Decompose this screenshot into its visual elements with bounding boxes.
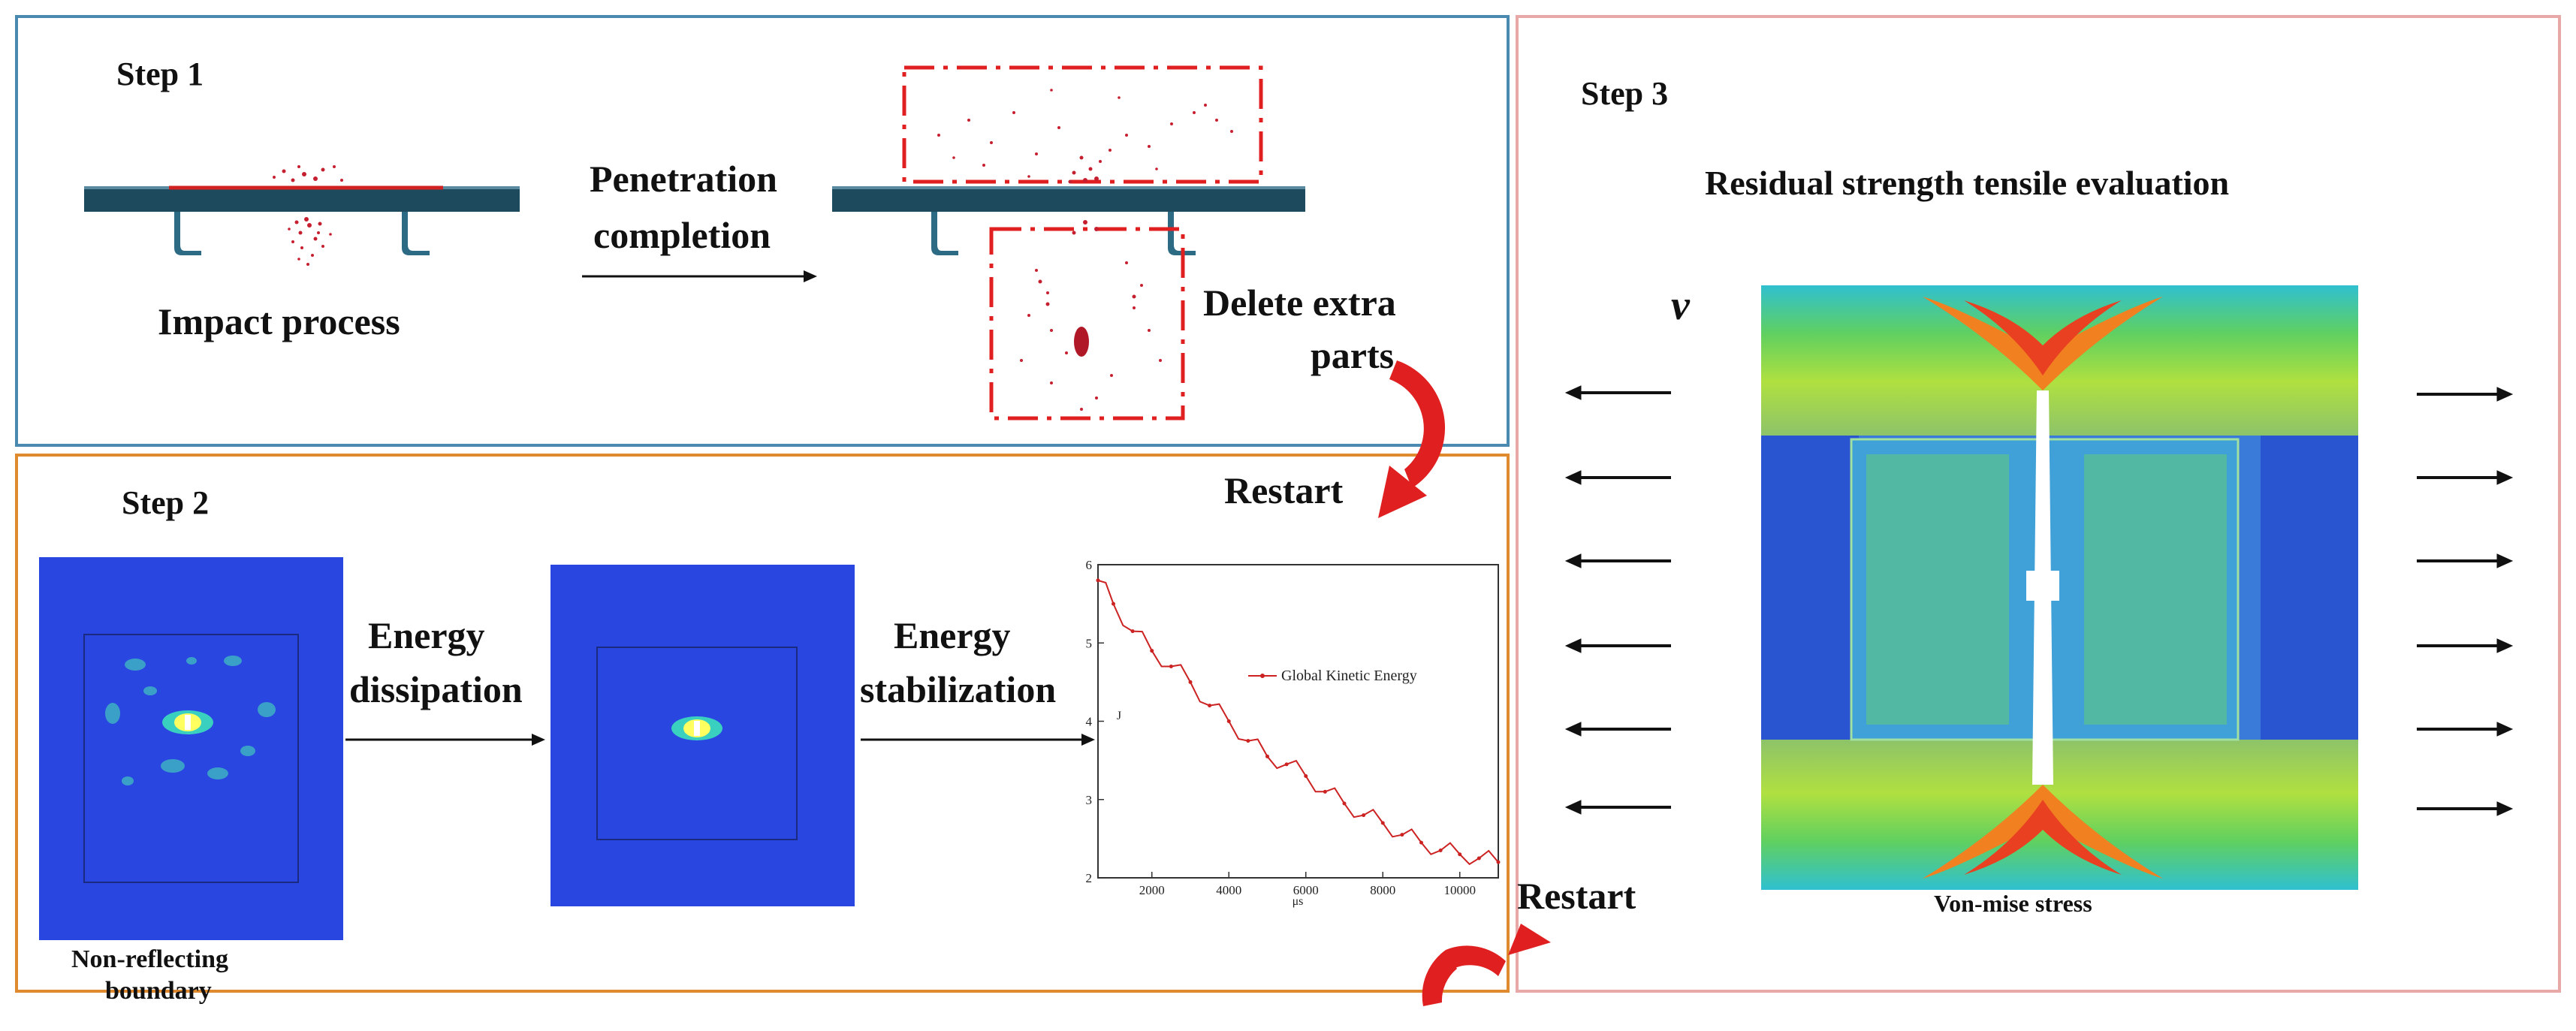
- data-point: [1496, 860, 1501, 864]
- y-tick-label: 4: [1086, 715, 1093, 729]
- data-point: [1419, 840, 1423, 845]
- step3-title: Step 3: [1581, 75, 1669, 112]
- delete-parts-label-1: Delete extra: [1203, 282, 1396, 324]
- series-line-global-kinetic-energy: [1097, 579, 1499, 866]
- restart-label-bottom: Restart: [1517, 875, 1636, 917]
- velocity-symbol: v: [1671, 282, 1690, 329]
- non-reflecting-label-1: Non-reflecting: [71, 945, 228, 973]
- impact-process-label: Impact process: [158, 300, 400, 342]
- data-point: [1342, 801, 1347, 806]
- right-tension-arrows: [2417, 387, 2514, 816]
- data-point: [1208, 704, 1212, 708]
- von-mises-label: Von-mise stress: [1934, 890, 2092, 917]
- projectile: [1074, 327, 1089, 357]
- data-point: [1477, 856, 1481, 861]
- penetration-label-1: Penetration: [590, 158, 777, 200]
- stabilization-label-1: Energy: [894, 614, 1011, 656]
- y-tick-label: 2: [1086, 871, 1093, 885]
- x-axis-label: μs: [1293, 895, 1304, 908]
- stabilization-arrow: [861, 734, 1095, 746]
- data-point: [1150, 649, 1154, 653]
- data-point: [1130, 629, 1135, 634]
- step1-panel: [15, 15, 1510, 447]
- dissipation-arrow: [345, 734, 545, 746]
- von-mises-contour: [1761, 285, 2358, 890]
- y-tick-label: 3: [1086, 793, 1093, 807]
- chart-frame: [1097, 564, 1499, 879]
- step3-panel: [1516, 15, 2561, 993]
- y-tick-label: 5: [1086, 636, 1093, 650]
- impact-plate: [84, 185, 520, 255]
- y-axis-label: J: [1117, 710, 1121, 722]
- penetration-label-2: completion: [593, 214, 771, 256]
- data-point: [1438, 849, 1443, 853]
- delete-parts-label-2: parts: [1311, 334, 1395, 376]
- dissipation-label-1: Energy: [368, 614, 485, 656]
- kinetic-energy-chart: 2000 4000 6000 8000 10000 2 3 4 5 6 Global Kineti…: [1086, 558, 1501, 908]
- step1-title: Step 1: [116, 56, 204, 92]
- residual-strength-heading: Residual strength tensile evaluation: [1705, 164, 2230, 202]
- restart-arrow-bottom: [1422, 924, 1551, 1006]
- x-tick-label: 6000: [1293, 883, 1319, 897]
- fem-panel-1: [39, 557, 343, 940]
- x-tick-label: 2000: [1139, 883, 1165, 897]
- step2-panel: [15, 454, 1510, 993]
- completed-plate: [832, 186, 1305, 255]
- restart-arrow-top: [1378, 360, 1446, 518]
- y-tick-label: 6: [1086, 558, 1093, 572]
- data-point: [1226, 719, 1231, 723]
- step2-title: Step 2: [122, 484, 210, 521]
- impact-debris: [273, 165, 343, 266]
- stabilization-label-2: stabilization: [860, 668, 1057, 710]
- data-point: [1284, 762, 1289, 767]
- data-point: [1362, 813, 1366, 818]
- lower-debris: [1020, 220, 1162, 411]
- data-point: [1323, 789, 1327, 794]
- x-tick-label: 4000: [1216, 883, 1241, 897]
- data-point: [1400, 833, 1404, 837]
- x-tick-label: 10000: [1444, 883, 1477, 897]
- upper-debris: [937, 89, 1233, 184]
- data-point: [1304, 773, 1308, 778]
- data-point: [1112, 601, 1115, 606]
- chart-legend: Global Kinetic Energy: [1248, 668, 1417, 684]
- restart-label-top: Restart: [1224, 469, 1344, 511]
- data-point: [1188, 680, 1193, 684]
- penetration-arrow: [582, 270, 817, 282]
- legend-label: Global Kinetic Energy: [1281, 668, 1417, 684]
- x-tick-label: 8000: [1370, 883, 1395, 897]
- data-point: [1265, 754, 1269, 758]
- data-point: [1169, 665, 1173, 669]
- lower-delete-box: [989, 227, 1185, 421]
- fem-panel-2: [550, 565, 855, 906]
- data-point: [1096, 578, 1100, 583]
- data-point: [1380, 821, 1385, 825]
- data-point: [1458, 852, 1462, 857]
- upper-delete-box: [902, 65, 1263, 184]
- left-tension-arrows: [1564, 385, 1671, 815]
- dissipation-label-2: dissipation: [349, 668, 523, 710]
- non-reflecting-label-2: boundary: [105, 977, 212, 1005]
- data-point: [1246, 739, 1250, 743]
